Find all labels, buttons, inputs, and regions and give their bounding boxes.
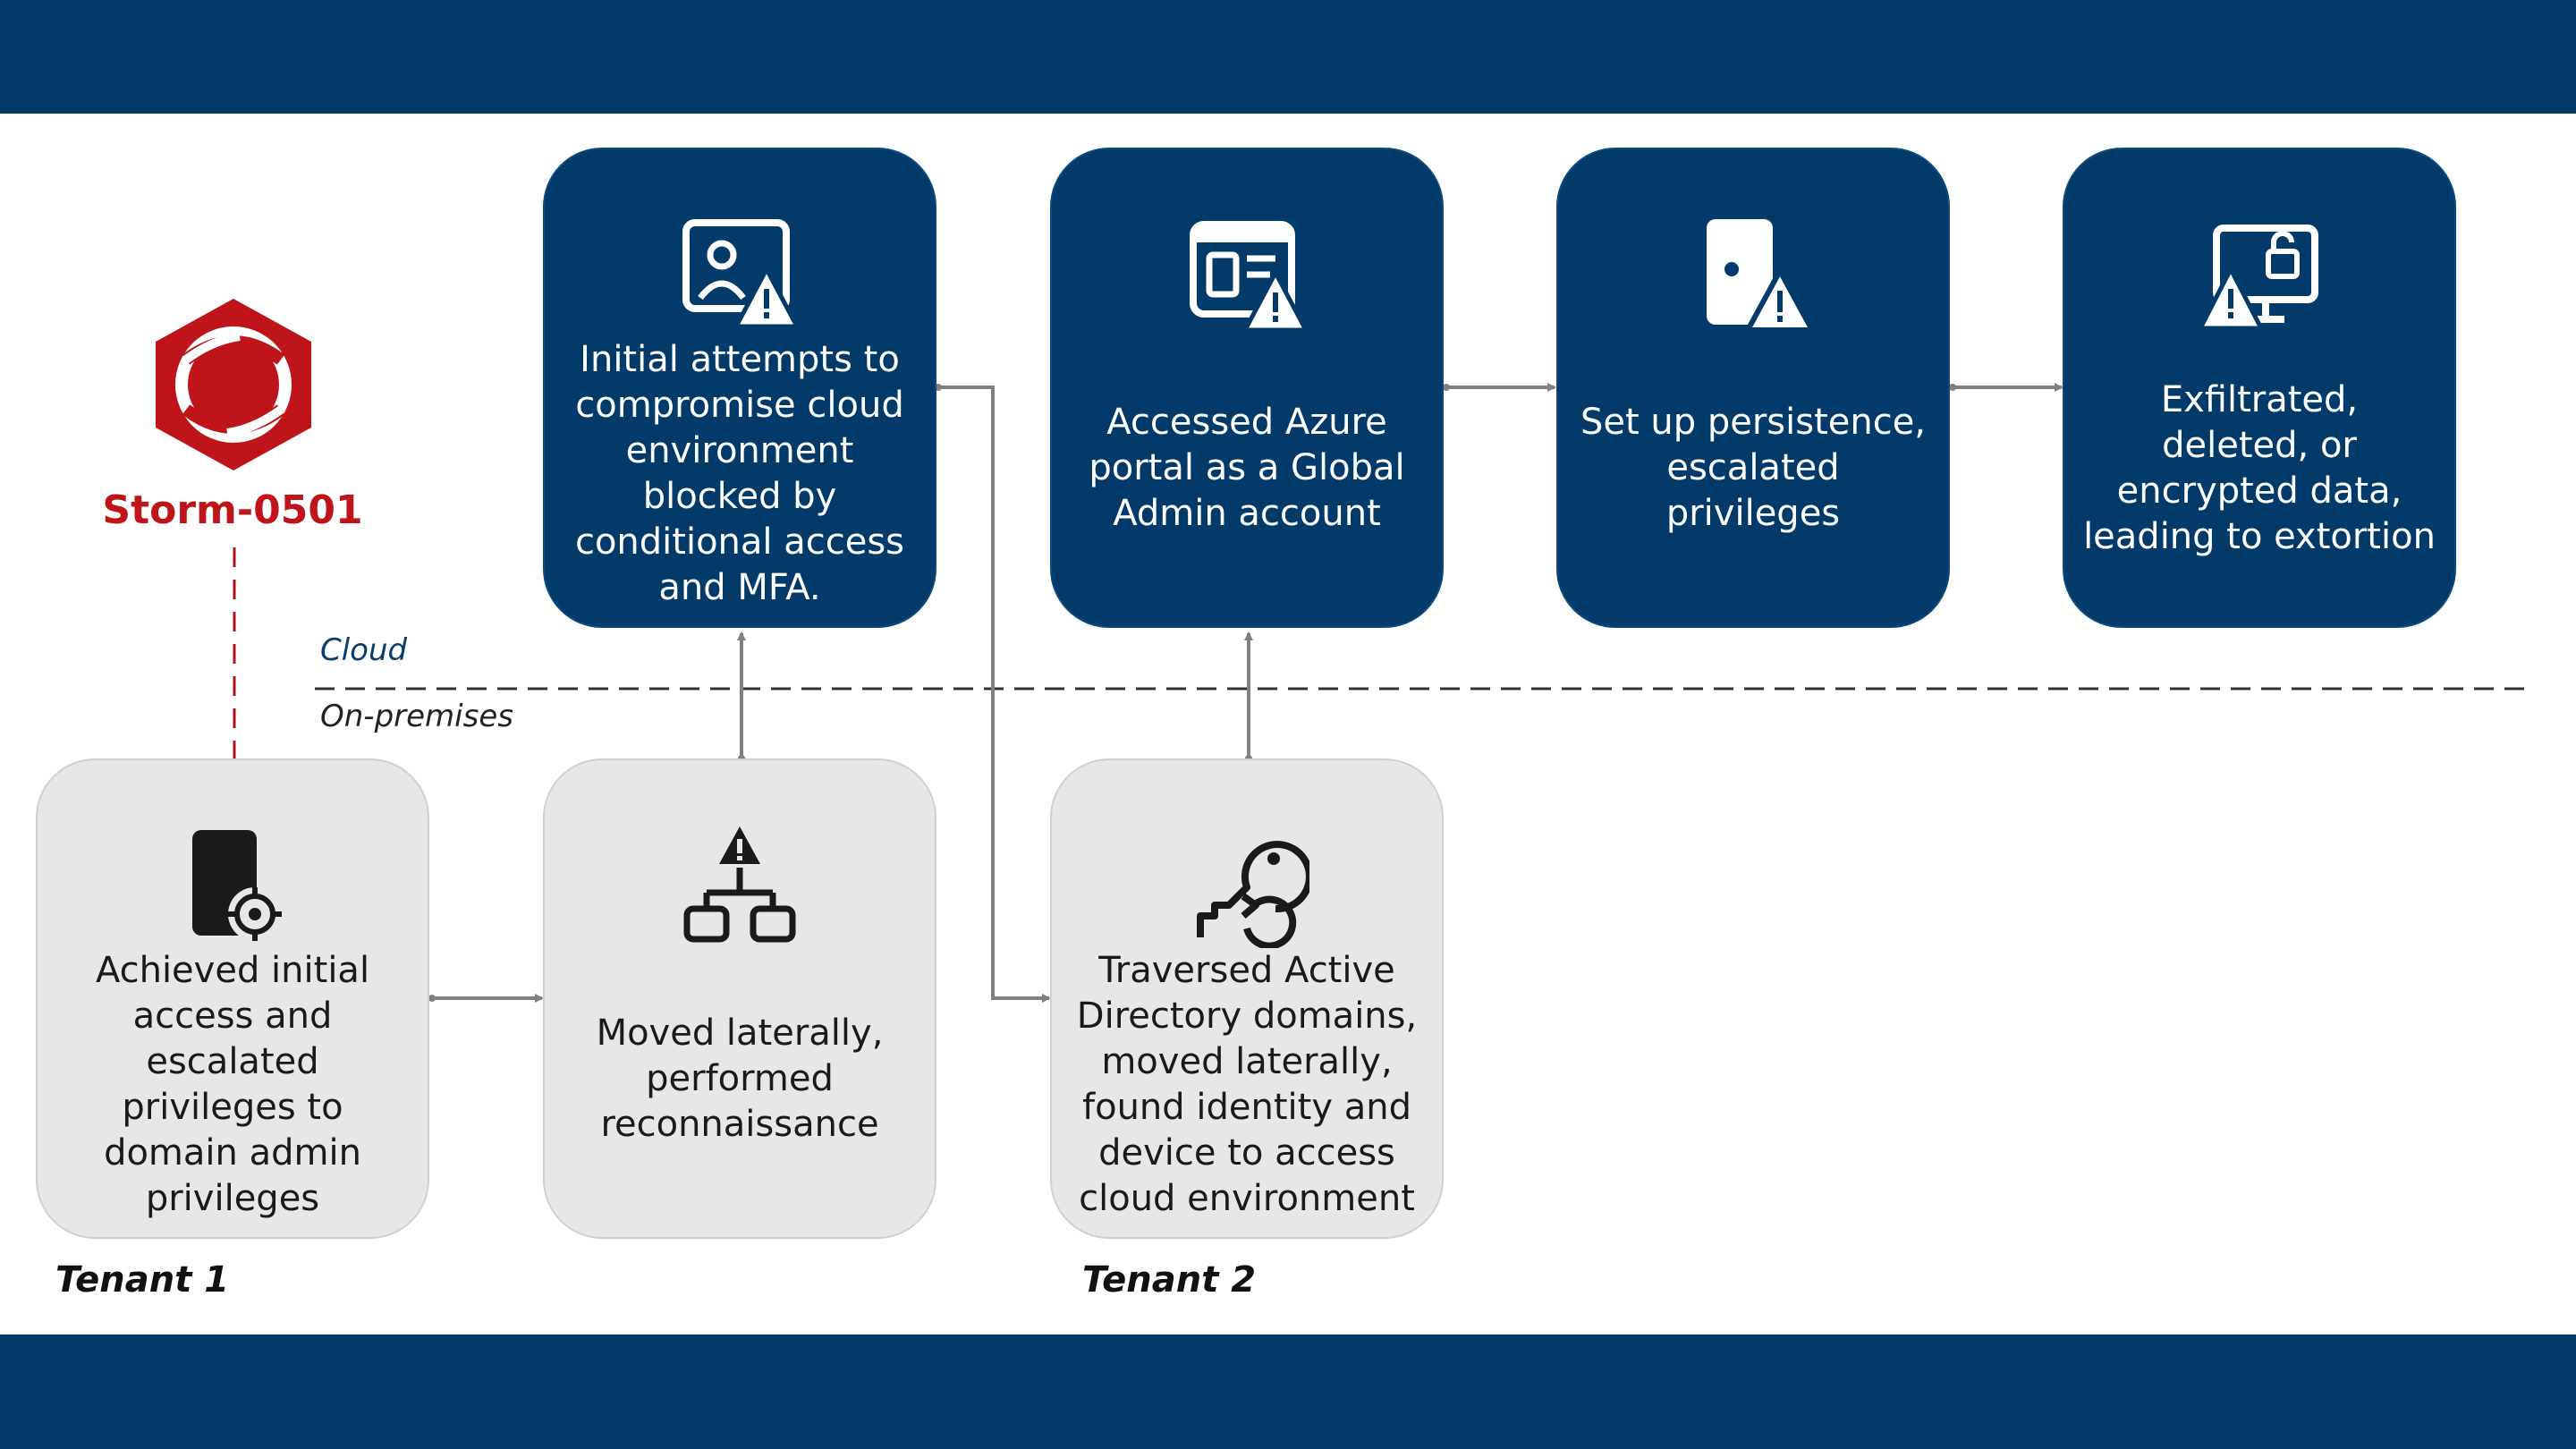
user-card-warning-icon	[677, 212, 802, 337]
step-azure-portal: Accessed Azure portal as a Global Admin …	[1050, 148, 1444, 628]
monitor-lock-warning-icon	[2197, 212, 2322, 337]
tenant-1-label: Tenant 1	[55, 1259, 230, 1301]
portal-window-warning-icon	[1184, 212, 1309, 337]
step-cloud-blocked: Initial attempts to compromise cloud env…	[543, 148, 936, 628]
zone-label-cloud: Cloud	[320, 632, 408, 668]
key-return-icon	[1184, 823, 1309, 948]
step-exfiltration: Exfiltrated, deleted, or encrypted data,…	[2063, 148, 2456, 628]
network-warning-icon	[677, 823, 802, 948]
document-target-icon	[170, 823, 295, 948]
arrow-cloud-blocked-to-traverse	[938, 386, 1051, 1003]
step-text: Traversed Active Directory domains, move…	[1076, 950, 1418, 1219]
step-text: Set up persistence, escalated privileges	[1580, 402, 1927, 534]
card-warning-icon	[1690, 212, 1816, 337]
step-text: Achieved initial access and escalated pr…	[95, 950, 370, 1219]
actor-name: Storm-0501	[102, 487, 363, 533]
step-persistence: Set up persistence, escalated privileges	[1556, 148, 1950, 628]
step-text: Moved laterally, performed reconnaissanc…	[596, 1013, 884, 1145]
step-traverse-ad: Traversed Active Directory domains, move…	[1050, 758, 1444, 1239]
step-lateral-movement: Moved laterally, performed reconnaissanc…	[543, 758, 936, 1239]
tenant-2-label: Tenant 2	[1082, 1259, 1257, 1301]
step-text: Exfiltrated, deleted, or encrypted data,…	[2083, 378, 2436, 557]
step-text: Initial attempts to compromise cloud env…	[574, 339, 905, 608]
top-banner	[0, 0, 2576, 114]
bottom-banner	[0, 1335, 2576, 1449]
step-initial-access: Achieved initial access and escalated pr…	[36, 758, 429, 1239]
zone-label-on-premises: On-premises	[320, 699, 513, 734]
step-text: Accessed Azure portal as a Global Admin …	[1089, 402, 1405, 534]
storm-actor-logo	[156, 299, 311, 470]
